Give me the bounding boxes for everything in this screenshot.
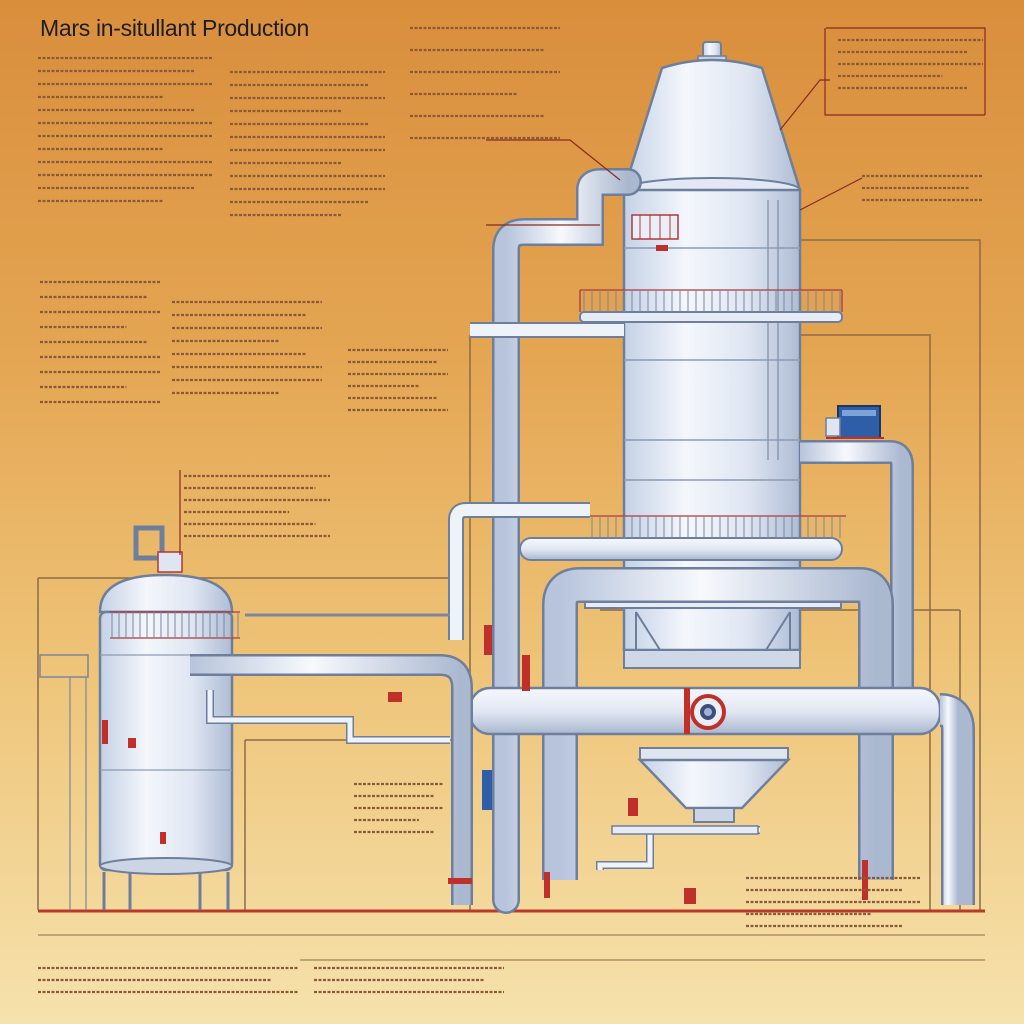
block-mid-left-b bbox=[172, 300, 322, 395]
poster-title: Mars in-situllant Production bbox=[40, 15, 309, 41]
blue-valve bbox=[482, 770, 492, 810]
manifold-valve bbox=[684, 688, 726, 734]
annotation-text-lines bbox=[38, 26, 983, 994]
block-top-left-b bbox=[230, 70, 385, 217]
block-mid-left-a bbox=[40, 280, 160, 404]
block-lower-center bbox=[354, 782, 444, 834]
block-top-left-a bbox=[38, 56, 213, 203]
secondary-tank bbox=[39, 525, 240, 910]
block-callout-top-right-b bbox=[862, 174, 982, 202]
block-center-a bbox=[410, 26, 560, 140]
block-callout-top-right-a bbox=[838, 38, 983, 90]
pipe-network bbox=[190, 168, 975, 914]
red-accents bbox=[388, 245, 868, 904]
leader-lines bbox=[179, 27, 986, 555]
ground-line bbox=[38, 909, 985, 961]
hopper bbox=[611, 747, 791, 835]
block-lower-left bbox=[184, 474, 330, 538]
block-center-b bbox=[348, 348, 448, 412]
block-bottom-center bbox=[314, 966, 504, 994]
block-bottom-left bbox=[38, 966, 298, 994]
pump-motor bbox=[825, 405, 884, 439]
block-bottom-right bbox=[746, 876, 921, 928]
